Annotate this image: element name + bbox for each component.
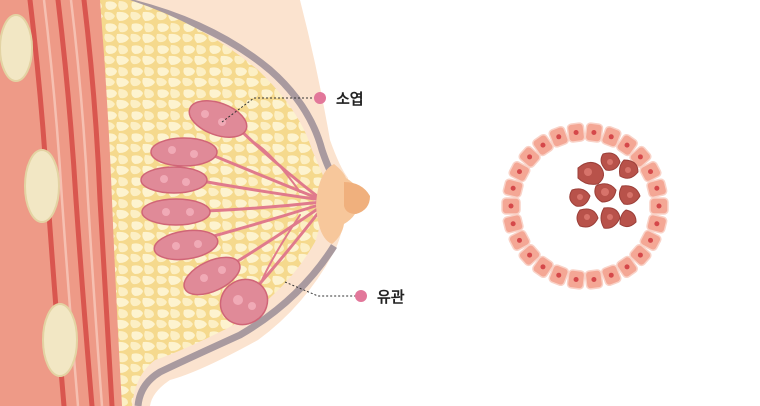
cell-nucleus bbox=[508, 203, 514, 209]
cell-nucleus bbox=[510, 221, 516, 227]
cell-nucleus bbox=[591, 276, 597, 282]
cell-nucleus bbox=[624, 264, 630, 270]
duct-cross-section-cells bbox=[501, 122, 669, 290]
cell-nucleus bbox=[656, 203, 662, 209]
cell-nucleus bbox=[510, 185, 516, 191]
cell-nucleus bbox=[573, 276, 579, 282]
cell-nucleus bbox=[540, 142, 546, 148]
lobule bbox=[150, 137, 218, 167]
lobule-texture bbox=[160, 110, 256, 310]
cell-nucleus bbox=[637, 154, 643, 160]
rib bbox=[0, 14, 33, 82]
lobule-label: 소엽 bbox=[336, 90, 364, 108]
cell-nucleus bbox=[648, 169, 654, 175]
cell-nucleus bbox=[591, 130, 597, 136]
lobule bbox=[219, 278, 269, 326]
lobule bbox=[140, 166, 208, 194]
cell-nucleus bbox=[637, 252, 643, 258]
lobule bbox=[188, 100, 248, 138]
duct-label: 유관 bbox=[377, 288, 405, 306]
duct-marker-dot bbox=[355, 290, 367, 302]
rib bbox=[42, 303, 78, 377]
lobules bbox=[140, 100, 269, 326]
lobule bbox=[153, 229, 219, 261]
lobule bbox=[183, 256, 241, 296]
cell-nucleus bbox=[516, 169, 522, 175]
rib bbox=[24, 149, 60, 223]
cell-nucleus bbox=[527, 252, 533, 258]
fatty-tissue bbox=[95, 0, 325, 406]
lobule-leader-line bbox=[221, 97, 318, 123]
cell-nucleus bbox=[516, 237, 522, 243]
cell-nucleus bbox=[654, 221, 660, 227]
breast-edge-line bbox=[119, 0, 338, 406]
cell-nucleus bbox=[540, 264, 546, 270]
cell-nucleus bbox=[556, 272, 562, 278]
cell-nucleus bbox=[608, 134, 614, 140]
cell-nucleus bbox=[573, 130, 579, 136]
lobule-marker-dot bbox=[314, 92, 326, 104]
cell-cluster-highlights bbox=[577, 159, 633, 220]
lobule bbox=[141, 198, 211, 226]
cell-nucleus bbox=[654, 185, 660, 191]
cell-nucleus bbox=[648, 237, 654, 243]
nipple bbox=[344, 182, 370, 214]
cell-nucleus bbox=[527, 154, 533, 160]
cell-nucleus bbox=[608, 272, 614, 278]
cell-nucleus bbox=[556, 134, 562, 140]
ribs bbox=[0, 14, 78, 377]
cell-nucleus bbox=[624, 142, 630, 148]
